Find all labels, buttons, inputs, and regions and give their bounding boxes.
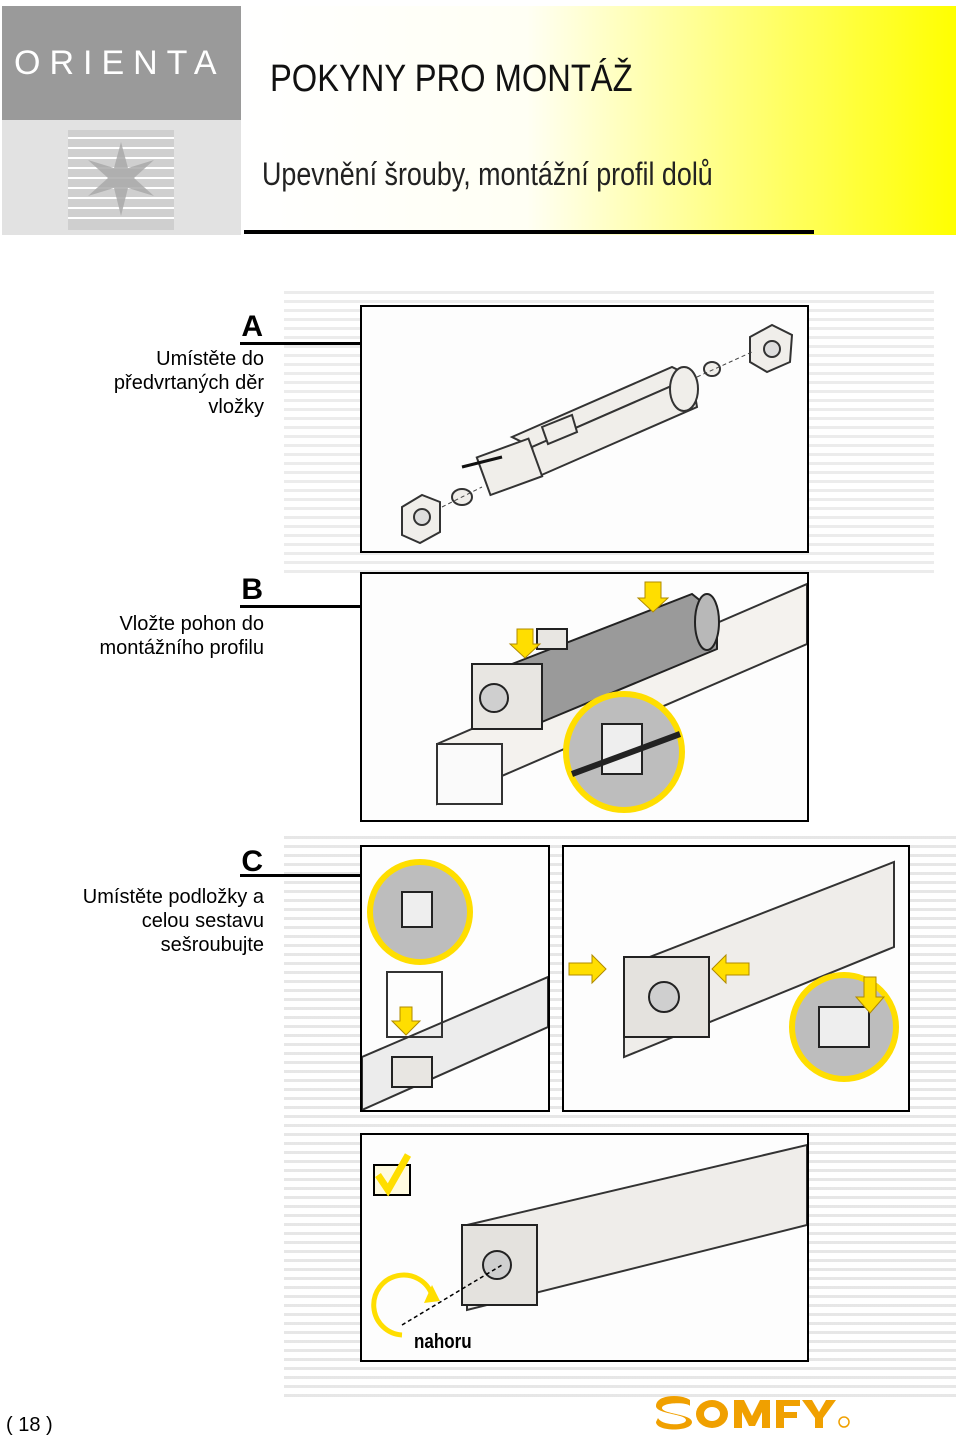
step-b-line: Vložte pohon do [119, 613, 264, 635]
page-number: ( 18 ) [6, 1414, 53, 1436]
step-a-line: předvrtaných děr [113, 372, 264, 394]
orienta-emblem [2, 120, 241, 235]
step-c-leader [240, 874, 360, 877]
step-a-line: vložky [208, 396, 264, 418]
brand-name: ORIENTA [14, 44, 226, 82]
step-c-line: celou sestavu [141, 910, 264, 932]
step-a-text: Umístěte do předvrtaných děr vložky [20, 347, 264, 419]
step-a-leader [240, 342, 360, 345]
step-c-line: sešroubujte [160, 934, 264, 956]
figure-c3-orientation: nahoru [360, 1133, 809, 1362]
step-c-letter: C [241, 845, 263, 878]
header-banner [241, 6, 956, 235]
page-title: POKYNY PRO MONTÁŽ [270, 58, 633, 100]
header-rule [244, 230, 814, 234]
step-a-line: Umístěte do [156, 348, 264, 370]
step-b-leader [240, 605, 360, 608]
step-b-line: montážního profilu [99, 637, 264, 659]
page-subtitle: Upevnění šrouby, montážní profil dolů [262, 156, 713, 192]
step-c-line: Umístěte podložky a [82, 886, 264, 908]
somfy-logo [652, 1392, 852, 1441]
figure-b-motor-in-profile [360, 572, 809, 822]
step-b-text: Vložte pohon do montážního profilu [20, 612, 264, 660]
figure-c1-washers [360, 845, 550, 1112]
figure-label-up: nahoru [414, 1331, 472, 1353]
figure-c2-end-plate [562, 845, 910, 1112]
brand-box [2, 6, 241, 120]
step-b-letter: B [241, 573, 263, 606]
step-a-letter: A [241, 310, 263, 343]
figure-a-exploded-motor [360, 305, 809, 553]
step-c-text: Umístěte podložky a celou sestavu sešrou… [20, 885, 264, 957]
